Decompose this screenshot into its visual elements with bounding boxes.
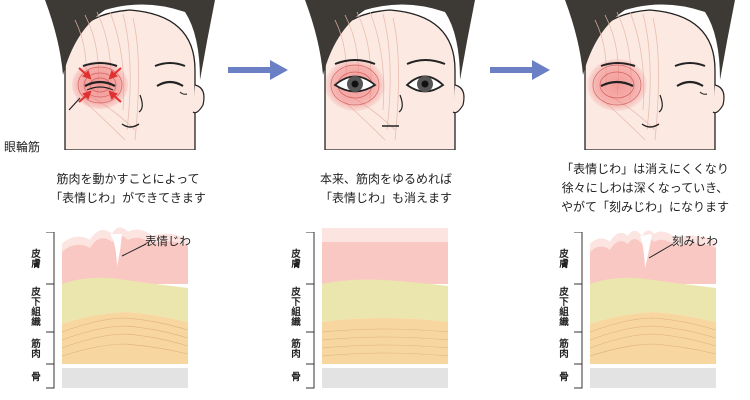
caption-panel-3-line-1: 「表情じわ」は消えにくくなり <box>561 162 729 176</box>
caption-panel-2-line-2: 「表情じわ」も消えます <box>319 191 452 205</box>
caption-panel-3: 「表情じわ」は消えにくくなり 徐々にしわは深くなっていき、 やがて「刻みじわ」に… <box>525 160 750 217</box>
face-illustration-contracted <box>45 0 215 150</box>
caption-panel-3-line-3: やがて「刻みじわ」になります <box>560 200 729 214</box>
layer-brackets-1 <box>46 232 55 389</box>
expression-wrinkle-label-1: 表情じわ <box>145 234 191 248</box>
layer-label-skin-3: 皮膚 <box>559 249 569 270</box>
layer-label-muscle-1: 筋肉 <box>31 339 41 360</box>
skin-cross-section-1 <box>61 222 189 388</box>
layer-brackets-2 <box>306 232 315 389</box>
layer-label-skin-1: 皮膚 <box>31 249 41 270</box>
caption-panel-1-line-2: 「表情じわ」ができてきます <box>50 191 206 205</box>
deep-wrinkle-label: 刻みじわ <box>672 234 718 248</box>
skin-cross-section-3 <box>589 222 717 388</box>
layer-label-muscle-3: 筋肉 <box>559 339 569 360</box>
leader-line-1 <box>121 243 147 257</box>
face-illustration-relaxed <box>305 0 475 150</box>
layer-label-bone-2: 骨 <box>291 372 301 383</box>
caption-panel-3-line-2: 徐々にしわは深くなっていき、 <box>561 181 729 195</box>
layer-label-subcutaneous-3: 皮下組織 <box>559 287 569 328</box>
caption-panel-2-line-1: 本来、筋肉をゆるめれば <box>319 172 452 186</box>
layer-label-muscle-2: 筋肉 <box>291 339 301 360</box>
arrow-right-2 <box>490 60 550 80</box>
face-illustration-wrinkled <box>565 0 735 150</box>
layer-label-bone-1: 骨 <box>31 372 41 383</box>
caption-panel-1-line-1: 筋肉を動かすことによって <box>56 172 200 186</box>
layer-label-subcutaneous-1: 皮下組織 <box>31 287 41 328</box>
leader-line-3 <box>648 243 674 259</box>
layer-label-skin-2: 皮膚 <box>291 249 301 270</box>
orbicularis-muscle-label: 眼輪筋 <box>4 140 41 154</box>
layer-label-subcutaneous-2: 皮下組織 <box>291 287 301 328</box>
caption-panel-1: 筋肉を動かすことによって 「表情じわ」ができてきます <box>8 170 248 208</box>
skin-cross-section-2 <box>321 228 449 388</box>
layer-label-bone-3: 骨 <box>559 372 569 383</box>
caption-panel-2: 本来、筋肉をゆるめれば 「表情じわ」も消えます <box>266 170 506 208</box>
layer-brackets-3 <box>574 232 583 389</box>
arrow-right-1 <box>228 60 288 80</box>
